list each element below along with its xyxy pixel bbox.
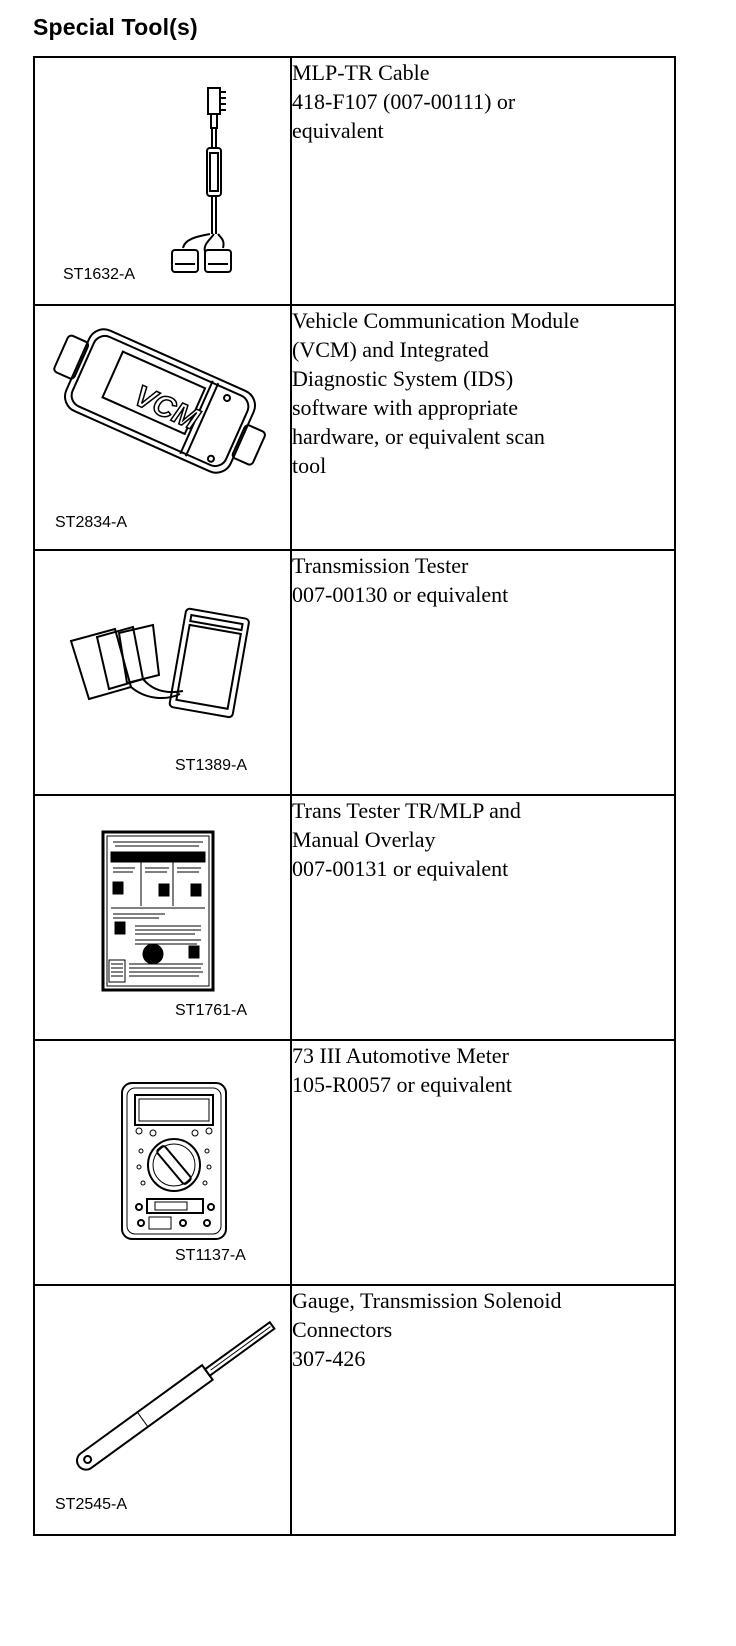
description-line: tool [292, 453, 327, 478]
description-line: Manual Overlay [292, 827, 436, 852]
tool-code: ST2545-A [55, 1496, 128, 1513]
description-line: software with appropriate [292, 395, 519, 420]
tool-illustration-cell: VCM ST2834-A [33, 304, 292, 551]
tool-code: ST1632-A [63, 266, 136, 283]
description-line: Transmission Tester [292, 553, 469, 578]
description-line: Gauge, Transmission Solenoid [292, 1288, 562, 1313]
tool-code: ST1389-A [175, 757, 248, 774]
description-line: 307-426 [292, 1346, 366, 1371]
vcm-module-icon: VCM [53, 328, 266, 474]
table-row: ST1137-A 73 III Automotive Meter 105-R00… [33, 1039, 676, 1286]
special-tools-table: ST1632-A MLP-TR Cable 418-F107 (007-0011… [33, 56, 676, 1536]
mlp-tr-cable-icon [171, 87, 232, 273]
description-line: 418-F107 (007-00111) or [292, 89, 516, 114]
tool-description: 73 III Automotive Meter 105-R0057 or equ… [290, 1039, 676, 1286]
tool-illustration-cell: ST1632-A [33, 56, 292, 306]
vcm-device-label: VCM [129, 379, 204, 437]
description-line: equivalent [292, 118, 384, 143]
page-title: Special Tool(s) [33, 14, 198, 40]
table-row: VCM ST2834-A Vehicle Communication Modul… [33, 304, 676, 551]
table-row: ST1632-A MLP-TR Cable 418-F107 (007-0011… [33, 56, 676, 306]
tool-illustration-cell: ST1137-A [33, 1039, 292, 1286]
description-line: Vehicle Communication Module [292, 308, 580, 333]
description-line: 007-00130 or equivalent [292, 582, 509, 607]
tool-description: MLP-TR Cable 418-F107 (007-00111) or equ… [290, 56, 676, 306]
tool-illustration-cell: ST1761-A [33, 794, 292, 1041]
description-line: 73 III Automotive Meter [292, 1043, 509, 1068]
multimeter-icon [121, 1082, 227, 1240]
tool-code: ST1761-A [175, 1002, 248, 1019]
description-line: (VCM) and Integrated [292, 337, 489, 362]
table-row: ST2545-A Gauge, Transmission Solenoid Co… [33, 1284, 676, 1536]
table-row: ST1389-A Transmission Tester 007-00130 o… [33, 549, 676, 796]
description-line: hardware, or equivalent scan [292, 424, 545, 449]
description-line: Connectors [292, 1317, 393, 1342]
description-line: Trans Tester TR/MLP and [292, 798, 521, 823]
description-line: MLP-TR Cable [292, 60, 430, 85]
description-line: Diagnostic System (IDS) [292, 366, 514, 391]
tool-illustration-cell: ST1389-A [33, 549, 292, 796]
tool-code: ST1137-A [175, 1247, 246, 1264]
description-line: 105-R0057 or equivalent [292, 1072, 512, 1097]
overlay-sheet-icon [101, 830, 215, 992]
transmission-tester-icon [69, 607, 250, 719]
tool-description: Gauge, Transmission Solenoid Connectors … [290, 1284, 676, 1536]
description-line: 007-00131 or equivalent [292, 856, 509, 881]
tool-code: ST2834-A [55, 514, 128, 531]
table-row: ST1761-A Trans Tester TR/MLP and Manual … [33, 794, 676, 1041]
tool-description: Transmission Tester 007-00130 or equival… [290, 549, 676, 796]
tool-description: Trans Tester TR/MLP and Manual Overlay 0… [290, 794, 676, 1041]
tool-illustration-cell: ST2545-A [33, 1284, 292, 1536]
solenoid-gauge-icon [76, 1320, 276, 1471]
tool-description: Vehicle Communication Module (VCM) and I… [290, 304, 676, 551]
